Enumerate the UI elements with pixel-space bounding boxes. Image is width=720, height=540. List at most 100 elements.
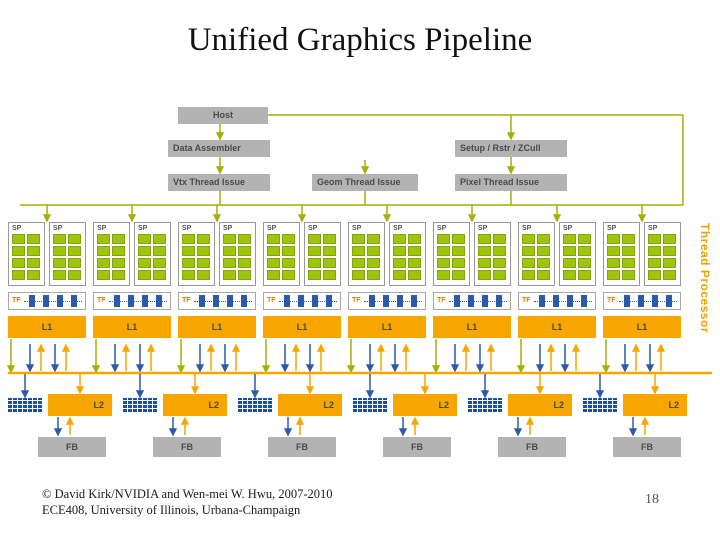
l1-cache: L1: [263, 316, 341, 338]
framebuffer-box: FB: [613, 437, 681, 457]
texture-unit-bar: [539, 295, 545, 307]
sp-core: [578, 246, 591, 256]
sp-label: SP: [138, 225, 148, 232]
tf-dotted-link: [24, 301, 82, 302]
sp-label: SP: [97, 225, 107, 232]
texture-unit-bar: [43, 295, 49, 307]
sp-core: [68, 270, 81, 280]
texture-unit-bar: [581, 295, 587, 307]
sp-core-grid: [305, 233, 340, 280]
sp-core: [153, 258, 166, 268]
texture-filter-unit: TF: [433, 292, 511, 310]
sp-core: [563, 246, 576, 256]
sp-core: [648, 246, 661, 256]
sp-core: [563, 270, 576, 280]
texture-filter-unit: TF: [263, 292, 341, 310]
sp-core: [267, 270, 280, 280]
footer-credit-line2: ECE408, University of Illinois, Urbana-C…: [42, 503, 301, 518]
texture-unit-bar: [227, 295, 233, 307]
sp-core: [308, 258, 321, 268]
tf-dotted-link: [194, 301, 252, 302]
sp-core-grid: [645, 233, 680, 280]
tf-dotted-link: [619, 301, 677, 302]
texture-filter-unit: TF: [93, 292, 171, 310]
sp-core: [537, 234, 550, 244]
framebuffer-box: FB: [38, 437, 106, 457]
sp-core: [97, 258, 110, 268]
sp-core: [563, 258, 576, 268]
tf-label: TF: [12, 297, 21, 304]
l1-cache: L1: [348, 316, 426, 338]
sp-block: SP: [644, 222, 681, 286]
sp-core: [352, 258, 365, 268]
texture-unit-bar: [29, 295, 35, 307]
sp-core-grid: [94, 233, 129, 280]
sp-core: [522, 258, 535, 268]
tf-label: TF: [437, 297, 446, 304]
sp-core: [323, 246, 336, 256]
sp-block: SP: [433, 222, 470, 286]
sp-core-grid: [519, 233, 554, 280]
texture-unit-bar: [397, 295, 403, 307]
sp-core: [53, 270, 66, 280]
sp-core: [452, 270, 465, 280]
sp-core: [27, 246, 40, 256]
sp-core: [367, 258, 380, 268]
sp-core: [323, 270, 336, 280]
rop-unit-grid: [8, 398, 42, 412]
texture-unit-bar: [284, 295, 290, 307]
sp-core: [138, 246, 151, 256]
sp-core: [607, 258, 620, 268]
sp-core: [367, 246, 380, 256]
geom-thread-issue-box: Geom Thread Issue: [312, 174, 418, 191]
sp-block: SP: [8, 222, 45, 286]
sp-core: [238, 246, 251, 256]
framebuffer-box: FB: [268, 437, 336, 457]
texture-unit-bar: [298, 295, 304, 307]
framebuffer-box: FB: [153, 437, 221, 457]
sp-block: SP: [93, 222, 130, 286]
sp-core: [663, 234, 676, 244]
sp-core: [352, 246, 365, 256]
sp-core: [578, 234, 591, 244]
sp-core: [352, 270, 365, 280]
sp-core: [323, 234, 336, 244]
sp-core: [563, 234, 576, 244]
texture-unit-bar: [114, 295, 120, 307]
sp-core: [493, 258, 506, 268]
sp-core: [267, 234, 280, 244]
texture-unit-bar: [496, 295, 502, 307]
sp-core: [522, 234, 535, 244]
sp-core: [437, 270, 450, 280]
texture-unit-bar: [638, 295, 644, 307]
sp-core: [522, 270, 535, 280]
sp-label: SP: [478, 225, 488, 232]
sp-block: SP: [474, 222, 511, 286]
texture-unit-bar: [652, 295, 658, 307]
sp-core: [393, 246, 406, 256]
texture-unit-bar: [128, 295, 134, 307]
rop-unit-grid: [123, 398, 157, 412]
sp-core: [12, 258, 25, 268]
sp-core: [27, 234, 40, 244]
texture-unit-bar: [411, 295, 417, 307]
sp-core: [308, 270, 321, 280]
sp-core: [153, 246, 166, 256]
sp-block: SP: [49, 222, 86, 286]
sp-core: [223, 246, 236, 256]
sp-label: SP: [308, 225, 318, 232]
tf-label: TF: [352, 297, 361, 304]
tf-label: TF: [522, 297, 531, 304]
sp-core: [27, 270, 40, 280]
texture-unit-bar: [482, 295, 488, 307]
sp-core: [393, 270, 406, 280]
pixel-thread-issue-box: Pixel Thread Issue: [455, 174, 567, 191]
l1-cache: L1: [8, 316, 86, 338]
sp-core: [197, 258, 210, 268]
sp-core: [648, 258, 661, 268]
sp-core: [648, 234, 661, 244]
texture-filter-unit: TF: [518, 292, 596, 310]
sp-core: [223, 270, 236, 280]
